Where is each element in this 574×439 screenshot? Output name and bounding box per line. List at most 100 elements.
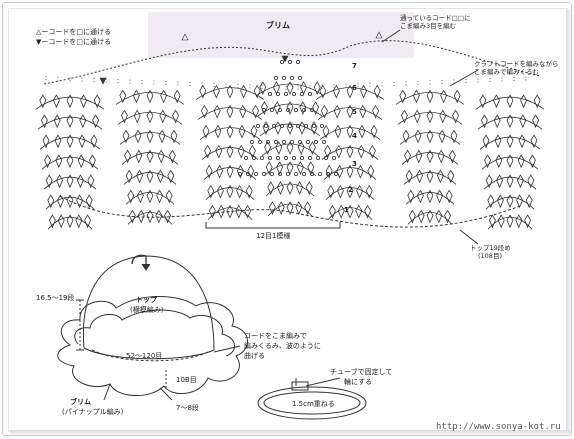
stitch-symbol — [172, 109, 180, 124]
diagram-title: ブリム — [266, 21, 290, 30]
stitch-symbol — [487, 194, 495, 209]
stitch-mark — [273, 139, 278, 144]
stitch-symbol — [262, 121, 270, 136]
stitch-symbol — [217, 204, 225, 219]
stitch-symbol — [333, 104, 341, 119]
stitch-symbol — [159, 109, 167, 124]
stitch-symbol — [146, 109, 154, 124]
stitch-symbol — [155, 209, 163, 224]
stitch-symbol — [297, 141, 305, 156]
stitch-symbol — [426, 89, 434, 104]
stitch-symbol — [506, 154, 514, 169]
stitch-symbol — [123, 172, 177, 185]
stitch-mark — [293, 108, 298, 113]
stitch-symbol — [327, 184, 335, 199]
stitch-symbol — [276, 161, 284, 176]
stitch-mark — [267, 92, 272, 97]
stitch-symbol — [205, 164, 213, 179]
stitch-symbol — [483, 176, 537, 190]
stitch-mark — [275, 92, 280, 97]
stitch-symbol — [402, 129, 410, 144]
stitch-mark — [275, 155, 280, 160]
stitch-symbol — [532, 114, 540, 129]
stitch-symbol — [453, 89, 461, 104]
stitch-symbol — [165, 189, 173, 204]
stitch-symbol — [346, 144, 354, 159]
stitch-symbol — [79, 114, 87, 129]
stitch-symbol — [445, 189, 453, 204]
stitch-mark — [301, 108, 306, 113]
tube-note-2: 輪にする — [344, 378, 373, 386]
top-row-label-2: (108目) — [478, 252, 502, 260]
stitch-symbol — [146, 129, 154, 144]
stitch-symbol — [127, 189, 135, 204]
stitch-symbol — [173, 89, 181, 104]
stitch-mark — [309, 171, 314, 176]
stitch-symbol — [368, 144, 376, 159]
stitch-symbol — [405, 169, 413, 184]
stitch-mark — [309, 108, 314, 113]
stitch-symbol — [134, 129, 142, 144]
stitch-symbol — [516, 174, 524, 189]
stitch-symbol — [360, 84, 368, 99]
stitch-symbol — [365, 184, 373, 199]
stitch-symbol — [66, 214, 74, 229]
stitch-symbol — [346, 164, 354, 179]
note-right-1: クラフトコードを編みながら — [474, 60, 559, 68]
stitch-symbol — [426, 109, 434, 124]
stitch-symbol — [506, 94, 514, 109]
stitch-mark — [271, 124, 276, 129]
stitch-symbol — [482, 134, 490, 149]
stitch-symbol — [400, 109, 408, 124]
stitch-symbol — [53, 114, 61, 129]
stitch-symbol — [300, 81, 308, 96]
stitch-symbol — [146, 149, 154, 164]
stitch-mark — [257, 139, 262, 144]
stitch-symbol — [296, 161, 304, 176]
stitch-symbol — [259, 81, 267, 96]
stitch-symbol — [136, 189, 144, 204]
stitch-symbol — [527, 174, 535, 189]
stitch-symbol — [252, 104, 260, 119]
row-number-3: 3 — [352, 160, 357, 168]
source-watermark: http://www.sonya-kot.ru — [436, 422, 561, 432]
stitch-symbol — [245, 184, 253, 199]
brim-label-1: ブリム — [70, 398, 91, 406]
stitch-symbol — [496, 174, 504, 189]
stitch-symbol — [93, 94, 101, 109]
stitch-symbol — [332, 84, 340, 99]
stitch-symbol — [76, 194, 84, 209]
stitch-symbol — [156, 189, 164, 204]
brim-outline-top — [43, 29, 541, 245]
stitch-mark — [291, 155, 296, 160]
stitch-symbol — [273, 101, 281, 116]
stitch-symbol — [506, 194, 514, 209]
stitch-symbol — [265, 161, 273, 176]
stitch-symbol — [146, 189, 154, 204]
frame-shadow-right — [566, 10, 572, 434]
stitch-symbol — [213, 104, 221, 119]
stitch-symbol — [296, 181, 304, 196]
stitch-mark — [287, 124, 292, 129]
stitch-symbol — [452, 109, 460, 124]
stitch-symbol — [325, 164, 333, 179]
stitch-symbol — [407, 189, 415, 204]
stitch-mark — [263, 124, 268, 129]
stitch-mark — [297, 76, 302, 81]
stitch-symbol — [253, 84, 261, 99]
stitch-symbol — [125, 169, 133, 184]
stitch-mark — [305, 139, 310, 144]
hat-left-dimension: 16.5〜19段 — [36, 294, 75, 302]
tube-note-1: チューブで固定して — [330, 368, 393, 376]
stitch-symbol — [448, 149, 456, 164]
stitch-symbol — [530, 134, 538, 149]
stitch-mark — [279, 60, 284, 65]
stitch-symbol — [506, 114, 514, 129]
stitch-symbol — [136, 169, 144, 184]
stitch-symbol — [204, 144, 212, 159]
stitch-symbol — [84, 214, 92, 229]
stitch-mark — [331, 155, 336, 160]
stitch-symbol — [305, 181, 313, 196]
stitch-symbol — [124, 149, 132, 164]
stitch-symbol — [156, 169, 164, 184]
